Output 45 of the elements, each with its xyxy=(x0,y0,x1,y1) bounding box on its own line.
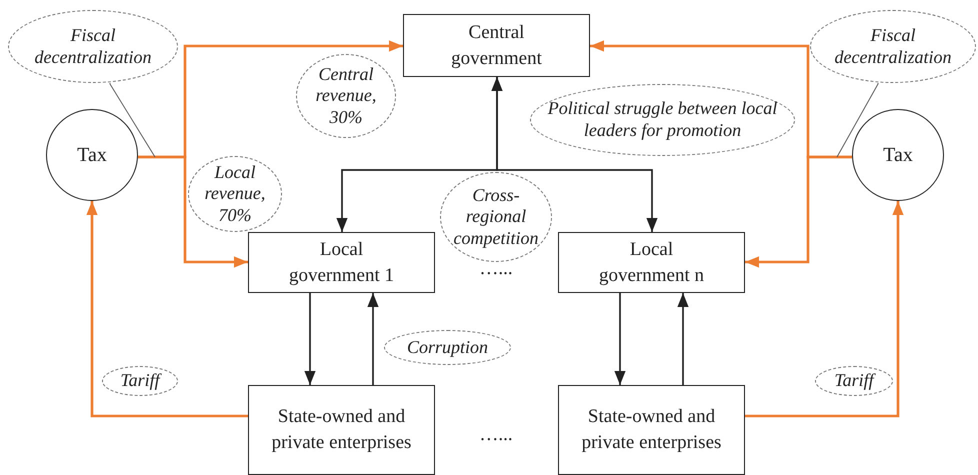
leader-line xyxy=(110,82,156,158)
annotation-text: Cross-regional competition xyxy=(452,184,540,250)
annotation-text: Corruption xyxy=(406,336,488,358)
leader-line xyxy=(836,82,878,158)
annotation-ellipse xyxy=(188,156,282,232)
ellipsis-text: …... xyxy=(478,424,514,446)
node-label: Local government n xyxy=(598,238,705,288)
annotation-text: Tariff xyxy=(120,370,160,392)
annotation-text: Tariff xyxy=(834,370,874,392)
node-label: State-owned and private enterprises xyxy=(270,405,412,455)
annotation-ellipse xyxy=(8,10,178,83)
annotation-ellipse xyxy=(530,84,795,156)
process-box xyxy=(558,232,745,293)
tax-circle xyxy=(46,109,138,201)
annotation-ellipse xyxy=(384,330,511,365)
annotation-text: Fiscal decentralization xyxy=(834,24,952,68)
arrow xyxy=(86,201,248,418)
process-box xyxy=(248,232,435,293)
process-box xyxy=(248,385,435,475)
arrow xyxy=(677,293,689,385)
node-label: Tax xyxy=(77,144,107,166)
annotation-ellipse xyxy=(810,10,976,83)
annotation-ellipse xyxy=(440,172,552,262)
arrow xyxy=(745,201,904,418)
tax-circle xyxy=(852,109,944,201)
annotation-ellipse xyxy=(296,54,396,138)
node-label: Central government xyxy=(450,20,543,70)
annotation-text: Central revenue, 30% xyxy=(314,64,378,128)
ellipsis-text: …... xyxy=(478,258,514,280)
arrow xyxy=(491,77,658,232)
node-label: Tax xyxy=(883,144,913,166)
annotation-ellipse xyxy=(102,366,178,396)
annotation-ellipse xyxy=(815,366,893,396)
annotation-text: Fiscal decentralization xyxy=(34,24,152,68)
process-box xyxy=(403,14,590,77)
node-label: State-owned and private enterprises xyxy=(580,405,722,455)
annotation-text: Local revenue, 70% xyxy=(204,162,266,226)
node-label: Local government 1 xyxy=(288,238,395,288)
arrow xyxy=(138,156,248,268)
process-box xyxy=(558,385,745,475)
arrow xyxy=(367,293,379,385)
annotation-text: Political struggle between local leaders for promotion xyxy=(546,98,778,142)
arrow xyxy=(614,293,626,385)
arrow xyxy=(745,156,852,268)
arrow xyxy=(304,293,316,385)
